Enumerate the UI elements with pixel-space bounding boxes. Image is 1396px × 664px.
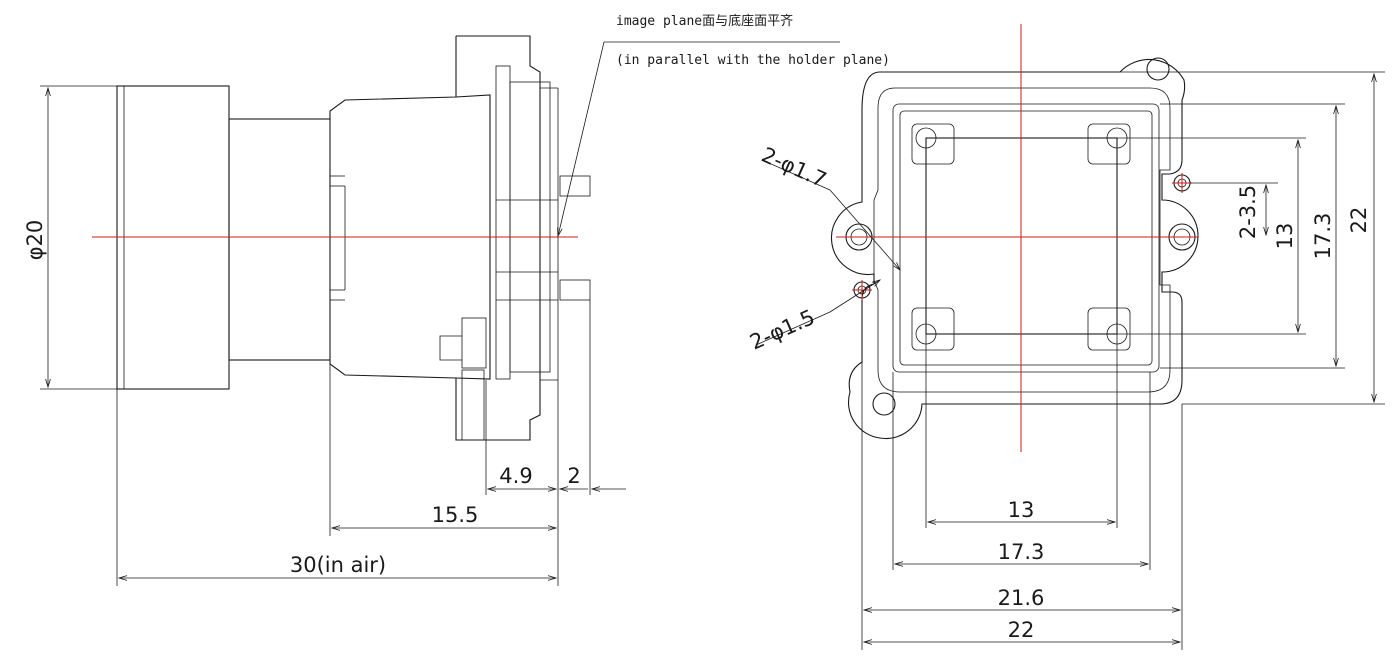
leader-holes-1-5 [829,280,880,313]
dim-22-vertical: 22 [1347,207,1371,234]
diameter-label: φ20 [23,220,47,261]
leader-holes-1-7 [829,189,900,270]
pin-lower [439,335,462,361]
dim-15-5: 15.5 [432,503,479,527]
pin-middle [559,279,591,301]
dim-2-3-5: 2-3.5 [1236,185,1260,239]
dim-2: 2 [567,464,580,488]
dim-13-vertical: 13 [1273,223,1297,250]
holes-1-7-label: 2-φ1.7 [758,143,830,193]
side-view: φ20 4.9 2 15.5 30(in air) image plane面与底… [23,13,890,586]
dim-17-3-horizontal: 17.3 [998,540,1045,564]
dim-17-3-vertical: 17.3 [1311,213,1335,260]
lens-barrel-neck [228,118,331,361]
image-plane-note-cn: image plane面与底座面平齐 [616,13,793,29]
dim-30: 30(in air) [290,553,386,577]
holes-1-5-label: 2-φ1.5 [746,305,818,355]
dim-21-6-horizontal: 21.6 [998,586,1045,610]
image-plane-leader [558,41,605,236]
front-view: 2-φ1.7 2-φ1.5 2-3.5 13 17.3 22 13 17.3 2… [746,24,1385,650]
pin-upper [559,175,591,197]
dim-13-horizontal: 13 [1008,498,1035,522]
dim-22-horizontal: 22 [1008,618,1035,642]
mount-hole-top-right [1146,57,1170,81]
dim-4-9: 4.9 [499,464,532,488]
image-plane-note-en: (in parallel with the holder plane) [616,53,890,68]
mount-hole-bottom-left [872,392,896,416]
holder-outline [830,59,1199,440]
